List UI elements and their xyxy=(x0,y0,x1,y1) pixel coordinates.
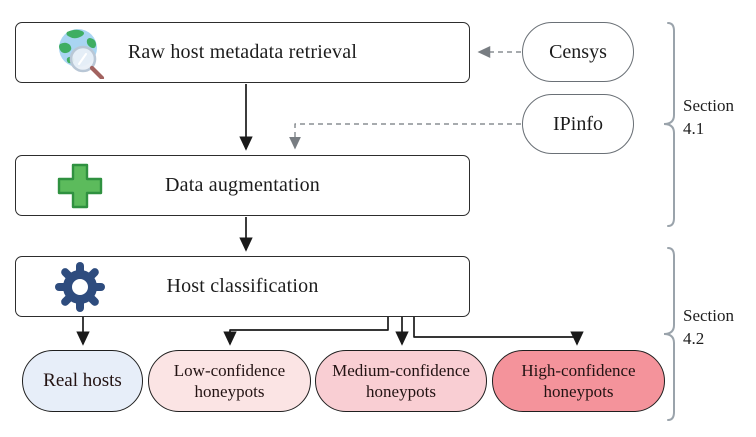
node-data-augmentation: Data augmentation xyxy=(15,155,470,216)
node-ipinfo: IPinfo xyxy=(522,94,634,154)
section-4-2-brace xyxy=(663,247,675,421)
node-label: Raw host metadata retrieval xyxy=(127,41,358,63)
node-real-hosts: Real hosts xyxy=(22,350,143,412)
node-label: Host classification xyxy=(166,275,319,297)
node-label: Data augmentation xyxy=(164,174,320,196)
gear-icon xyxy=(55,261,105,312)
outcome-label: Real hosts xyxy=(43,370,122,392)
section-word: Section xyxy=(683,306,734,325)
node-medium-confidence-honeypots: Medium-confidence honeypots xyxy=(315,350,487,412)
plus-icon xyxy=(57,163,103,208)
section-4-2-label: Section 4.2 xyxy=(683,305,734,351)
outcome-label-line2: honeypots xyxy=(194,382,265,401)
node-host-classification: Host classification xyxy=(15,256,470,317)
outcome-label-line1: High-confidence xyxy=(521,360,636,380)
arrow-to-high-confidence xyxy=(413,317,584,346)
section-word: Section xyxy=(683,96,734,115)
arrow-to-low-confidence xyxy=(223,317,389,346)
source-label: IPinfo xyxy=(553,112,603,135)
outcome-label-line1: Low-confidence xyxy=(173,360,286,380)
section-4-1-brace xyxy=(663,22,675,227)
section-number: 4.1 xyxy=(683,118,705,138)
globe-magnifier-icon xyxy=(59,28,105,79)
outcome-label-line2: honeypots xyxy=(366,382,436,401)
node-low-confidence-honeypots: Low-confidence honeypots xyxy=(148,350,311,412)
arrow-ipinfo-to-augmentation xyxy=(289,123,521,150)
section-number: 4.2 xyxy=(683,328,705,348)
node-high-confidence-honeypots: High-confidence honeypots xyxy=(492,350,665,412)
outcome-label-line2: honeypots xyxy=(543,382,614,401)
outcome-label-line1: Medium-confidence xyxy=(332,360,470,380)
node-censys: Censys xyxy=(522,22,634,82)
source-label: Censys xyxy=(549,40,607,63)
node-raw-host-metadata-retrieval: Raw host metadata retrieval xyxy=(15,22,470,83)
section-4-1-label: Section 4.1 xyxy=(683,95,734,141)
